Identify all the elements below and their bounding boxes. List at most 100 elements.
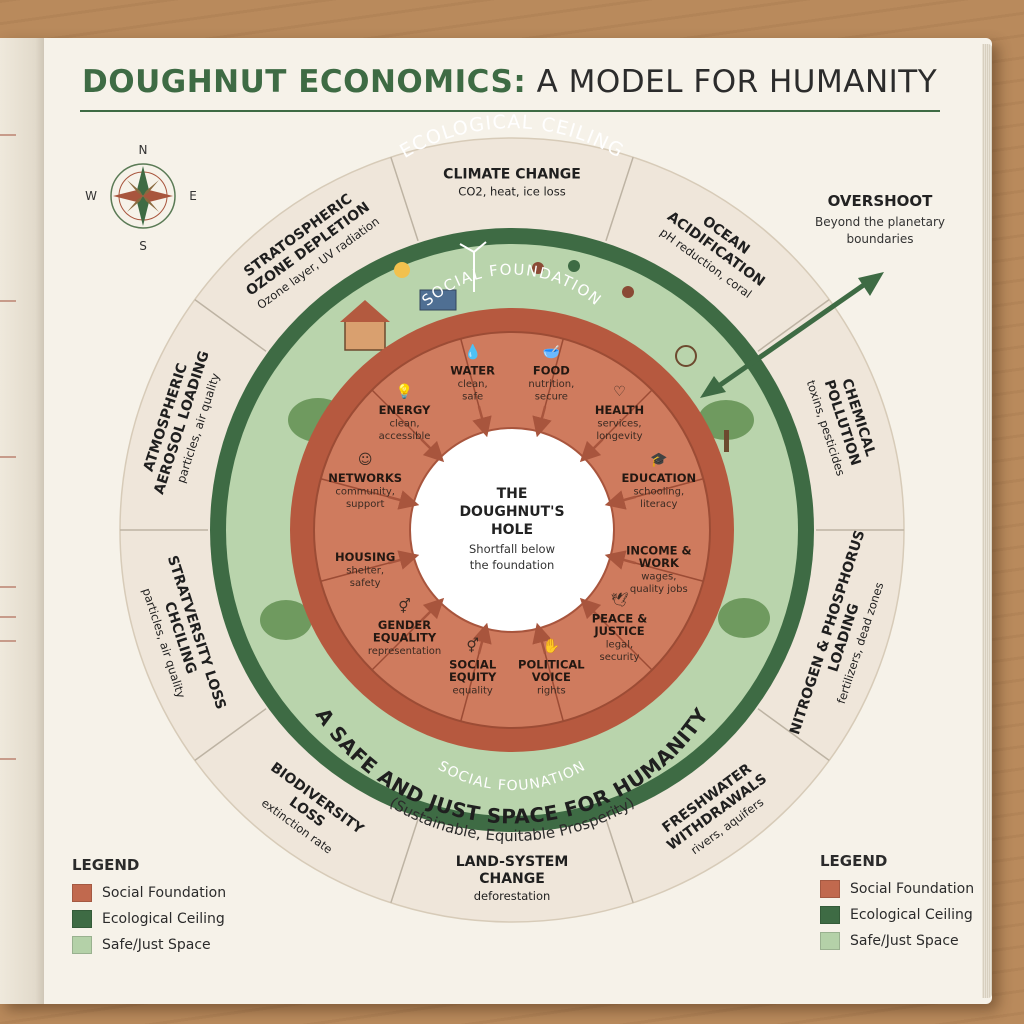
wind-turbine-blade: [459, 243, 475, 253]
social-sector-title: SOCIAL: [449, 657, 497, 671]
social-sector-sub: wages,: [641, 572, 676, 583]
people-network-icon: ☺: [358, 452, 373, 468]
house-icon: [344, 319, 386, 351]
legend-item: Safe/Just Space: [820, 932, 974, 950]
solar-panel-icon: [419, 289, 457, 311]
equality-symbol-icon: ⚥: [466, 637, 479, 654]
legend-swatch: [72, 936, 92, 954]
lightbulb-icon: 💡: [396, 383, 413, 400]
social-sector-sub: legal,: [606, 640, 633, 651]
social-sector-sub: equality: [452, 685, 492, 696]
social-sector-sub: safe: [462, 392, 483, 403]
legend-swatch: [72, 910, 92, 928]
shortfall-arrow: [579, 438, 604, 463]
overshoot-line2: boundaries: [846, 232, 913, 246]
social-sector-sub: clean,: [389, 419, 419, 430]
social-sector-title: POLITICAL: [518, 657, 585, 671]
bicycle-icon: [675, 345, 697, 367]
eco-sector-dividers: [120, 156, 904, 904]
social-sector-title: EDUCATION: [621, 471, 696, 485]
overshoot-arrow-head-out: [858, 272, 884, 296]
tree-canopy: [260, 600, 312, 640]
social-sector-sub: quality jobs: [630, 584, 688, 595]
eco-divider: [194, 708, 267, 762]
wind-turbine-blade: [473, 241, 487, 253]
margin-line: [0, 586, 16, 588]
social-sector-title: NETWORKS: [328, 471, 402, 485]
shortfall-arrow: [604, 550, 636, 570]
tree-trunk: [724, 430, 729, 452]
social-sector-sub: security: [600, 652, 640, 663]
sun-icon: [394, 262, 410, 278]
legend-label: Safe/Just Space: [102, 937, 211, 953]
legend-heading: LEGEND: [820, 852, 888, 870]
social-sector-title: EQUITY: [449, 670, 497, 684]
social-sector-title: VOICE: [532, 670, 571, 684]
house-roof: [340, 300, 390, 322]
shortfall-arrow: [420, 597, 445, 622]
social-sector-networks: ☺ NETWORKS community,support: [328, 452, 402, 510]
overshoot-arrow-head-in: [700, 376, 726, 398]
legend-label: Ecological Ceiling: [850, 907, 973, 923]
social-sector-sub: safety: [350, 578, 381, 589]
social-sector-sub: longevity: [596, 431, 642, 442]
overshoot-arrow-shaft: [708, 279, 870, 395]
shortfall-arrow: [532, 406, 552, 438]
compass-e: E: [189, 189, 197, 203]
eco-sector-title: CLIMATE CHANGE: [443, 167, 581, 183]
legend-item: Social Foundation: [820, 880, 974, 898]
water-drop-icon: 💧: [464, 344, 481, 361]
social-sector-sub: clean,: [458, 379, 488, 390]
hole-caption: THE DOUGHNUT'S HOLE Shortfall below the …: [459, 486, 564, 572]
legend-label: Social Foundation: [850, 881, 975, 897]
eco-divider: [757, 298, 830, 352]
social-sector-sub: rights: [537, 685, 566, 696]
legend-swatch: [820, 906, 840, 924]
compass-w: W: [85, 189, 97, 203]
doughnut-hole: [409, 427, 615, 633]
legend-label: Ecological Ceiling: [102, 911, 225, 927]
dove-icon: 🕊: [611, 592, 629, 609]
legend-label: Social Foundation: [102, 885, 227, 901]
legend-heading: LEGEND: [72, 856, 140, 874]
eco-sector-sub: deforestation: [474, 889, 551, 903]
legend-item: Ecological Ceiling: [72, 910, 226, 928]
legend-swatch: [820, 932, 840, 950]
overshoot-line1: Beyond the planetary: [815, 215, 945, 229]
shortfall-arrow: [388, 490, 420, 510]
social-sector-sub: community,: [335, 487, 395, 498]
legend-label: Safe/Just Space: [850, 933, 959, 949]
person-icon: [568, 260, 580, 272]
social-sector-sub: support: [346, 499, 384, 510]
title-sub: A MODEL FOR HUMANITY: [526, 64, 938, 100]
overshoot-callout: OVERSHOOT Beyond the planetary boundarie…: [700, 192, 945, 398]
person-icon: [622, 286, 634, 298]
eco-divider: [194, 298, 267, 352]
eco-divider: [605, 156, 634, 242]
social-sector-sub: literacy: [640, 499, 677, 510]
hole-title-line1: THE: [497, 486, 528, 502]
title-underline: [80, 110, 940, 112]
food-bowl-icon: 🥣: [543, 345, 561, 361]
shortfall-arrow: [472, 622, 492, 654]
graduation-cap-icon: 🎓: [650, 452, 667, 468]
page-title: DOUGHNUT ECONOMICS: A MODEL FOR HUMANITY: [82, 64, 942, 100]
shortfall-arrow: [604, 490, 636, 510]
compass-rose-icon: N S E W: [85, 143, 197, 253]
raised-hand-icon: ✋: [543, 637, 560, 654]
heart-pulse-icon: ♡: [613, 384, 626, 400]
social-sector-title: HEALTH: [595, 403, 644, 417]
eco-sector-title: LAND-SYSTEM: [456, 854, 569, 870]
margin-line: [0, 758, 16, 760]
hole-sub-line1: Shortfall below: [469, 542, 555, 556]
